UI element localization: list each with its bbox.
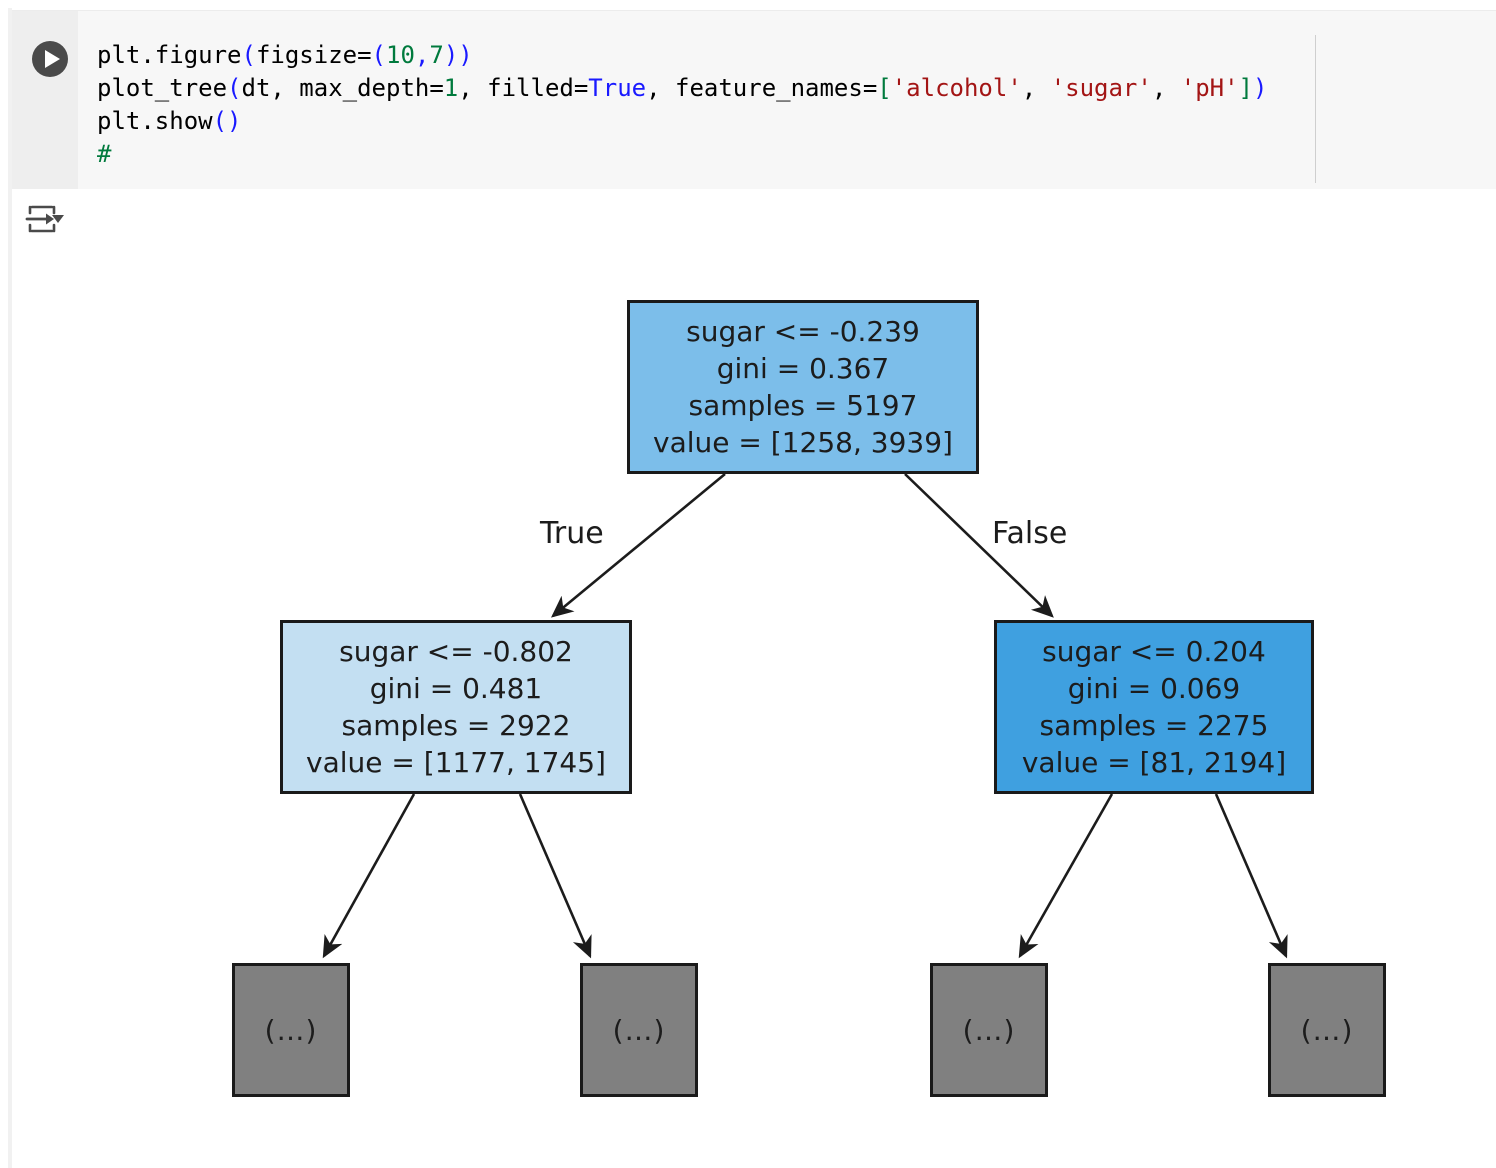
tok-plt-figure: plt.figure	[97, 41, 242, 69]
edge-left-leaf1	[322, 793, 416, 959]
tree-edges-layer	[322, 472, 1288, 959]
code-editor-area[interactable]: plt.figure(figsize=(10,7)) plot_tree(dt,…	[78, 11, 1496, 189]
tok-plt-show: plt.show	[97, 107, 213, 135]
source-code[interactable]: plt.figure(figsize=(10,7)) plot_tree(dt,…	[78, 11, 1496, 171]
tree-node-root[interactable]: sugar <= -0.239 gini = 0.367 samples = 5…	[627, 300, 979, 474]
tok-num-7: 7	[429, 41, 444, 69]
code-line-2: plot_tree(dt, max_depth=1, filled=True, …	[97, 74, 1267, 102]
code-line-1: plt.figure(figsize=(10,7))	[97, 41, 473, 69]
tok-num-10: 10	[386, 41, 415, 69]
tok-close-bracket: ]	[1238, 74, 1253, 102]
tree-leaf-2[interactable]: (…)	[580, 963, 698, 1097]
tok-open-paren-3: (	[227, 74, 242, 102]
tok-plot-tree: plot_tree	[97, 74, 228, 102]
tree-leaf-4[interactable]: (…)	[1268, 963, 1386, 1097]
code-line-4-comment: #	[97, 140, 112, 168]
run-cell-button[interactable]	[30, 39, 70, 79]
tok-open-paren-1: (	[241, 41, 256, 69]
column-ruler	[1315, 35, 1316, 183]
edge-label-true: True	[540, 516, 604, 551]
tok-dt-maxdepth: dt, max_depth=	[241, 74, 444, 102]
tree-leaf-3-label: (…)	[962, 1013, 1016, 1047]
tok-true-kw: True	[588, 74, 647, 102]
tok-filled-kw: , filled=	[458, 74, 589, 102]
tok-comma-1: ,	[414, 41, 430, 69]
tree-node-left[interactable]: sugar <= -0.802 gini = 0.481 samples = 2…	[280, 620, 632, 794]
edge-root-right	[904, 473, 1054, 618]
tok-str-sugar: 'sugar'	[1050, 74, 1152, 102]
code-line-3: plt.show()	[97, 107, 242, 135]
tree-node-right[interactable]: sugar <= 0.204 gini = 0.069 samples = 22…	[994, 620, 1314, 794]
edge-left-leaf2	[518, 793, 592, 959]
tree-leaf-2-label: (…)	[612, 1013, 666, 1047]
tok-num-1: 1	[443, 74, 459, 102]
tok-empty-parens: ()	[212, 107, 242, 135]
tree-leaf-4-label: (…)	[1300, 1013, 1354, 1047]
tok-figsize-kw: figsize=	[255, 41, 372, 69]
edge-right-leaf4	[1214, 793, 1288, 959]
edge-root-left	[550, 472, 726, 618]
tree-node-root-label: sugar <= -0.239 gini = 0.367 samples = 5…	[653, 315, 953, 459]
tree-leaf-1-label: (…)	[264, 1013, 318, 1047]
tok-close-parens-1: ))	[443, 41, 473, 69]
edge-right-leaf3	[1018, 793, 1114, 959]
code-cell-gutter	[12, 11, 78, 189]
tok-featurenames-kw: , feature_names=	[646, 74, 878, 102]
tok-open-bracket: [	[877, 74, 892, 102]
tok-close-paren-2: )	[1253, 74, 1268, 102]
tree-node-right-label: sugar <= 0.204 gini = 0.069 samples = 22…	[1021, 635, 1287, 779]
tok-open-paren-2: (	[371, 41, 386, 69]
tree-leaf-1[interactable]: (…)	[232, 963, 350, 1097]
edge-label-false: False	[992, 516, 1068, 551]
tok-str-alcohol: 'alcohol'	[891, 74, 1022, 102]
output-actions-icon[interactable]	[22, 200, 66, 238]
tok-str-ph: 'pH'	[1180, 74, 1239, 102]
tok-comma-3: ,	[1151, 74, 1181, 102]
tok-comma-2: ,	[1021, 74, 1051, 102]
cell-left-rail	[8, 8, 12, 1168]
tree-node-left-label: sugar <= -0.802 gini = 0.481 samples = 2…	[306, 635, 606, 779]
output-toolbar	[12, 190, 1496, 248]
code-cell[interactable]: plt.figure(figsize=(10,7)) plot_tree(dt,…	[12, 10, 1496, 189]
matplotlib-figure-output: sugar <= -0.239 gini = 0.367 samples = 5…	[12, 248, 1496, 1160]
tree-leaf-3[interactable]: (…)	[930, 963, 1048, 1097]
